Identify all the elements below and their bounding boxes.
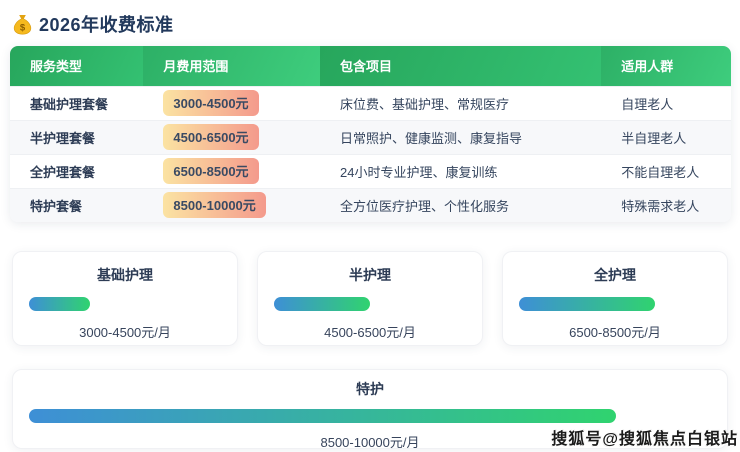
fee-cell: 3000-4500元 [143, 85, 321, 120]
page-title: 2026年收费标准 [39, 15, 174, 35]
items-cell: 24小时专业护理、康复训练 [320, 153, 602, 188]
watermark: 搜狐号@搜狐焦点白银站 [551, 431, 738, 448]
table-row: 特护套餐 8500-10000元 全方位医疗护理、个性化服务 特殊需求老人 [10, 187, 731, 222]
table-row: 基础护理套餐 3000-4500元 床位费、基础护理、常规医疗 自理老人 [10, 85, 731, 120]
price-bar-fill [274, 297, 370, 311]
column-header-service-type: 服务类型 [10, 46, 144, 86]
care-card-half: 半护理 4500-6500元/月 [257, 251, 483, 346]
service-name: 特护套餐 [10, 187, 144, 222]
fee-cell: 8500-10000元 [143, 187, 321, 222]
service-name: 全护理套餐 [10, 153, 144, 188]
care-card-special: 特护 8500-10000元/月 [12, 369, 728, 450]
page-header: $ 2026年收费标准 [0, 0, 740, 37]
card-title: 半护理 [349, 267, 391, 283]
price-bar-fill [29, 409, 616, 423]
column-header-included-items: 包含项目 [320, 46, 602, 86]
items-cell: 日常照护、健康监测、康复指导 [320, 119, 602, 154]
card-price: 6500-8500元/月 [569, 325, 661, 340]
card-title: 特护 [356, 381, 384, 397]
audience-cell: 特殊需求老人 [601, 187, 731, 222]
column-header-monthly-fee: 月费用范围 [143, 46, 321, 86]
service-name: 半护理套餐 [10, 119, 144, 154]
card-price: 3000-4500元/月 [79, 325, 171, 340]
card-title: 基础护理 [97, 267, 153, 283]
audience-cell: 自理老人 [601, 85, 731, 120]
table-header-row: 服务类型 月费用范围 包含项目 适用人群 [10, 46, 731, 86]
service-name: 基础护理套餐 [10, 85, 144, 120]
money-bag-icon: $ [13, 14, 32, 34]
items-cell: 全方位医疗护理、个性化服务 [320, 187, 602, 222]
care-card-full: 全护理 6500-8500元/月 [502, 251, 728, 346]
table-row: 全护理套餐 6500-8500元 24小时专业护理、康复训练 不能自理老人 [10, 153, 731, 188]
price-bar-track [29, 409, 711, 423]
price-bar-track [274, 297, 466, 311]
fee-badge: 6500-8500元 [163, 158, 259, 184]
svg-text:$: $ [20, 22, 26, 33]
price-bar-fill [29, 297, 91, 311]
card-price: 4500-6500元/月 [324, 325, 416, 340]
card-price: 8500-10000元/月 [320, 435, 420, 450]
audience-cell: 半自理老人 [601, 119, 731, 154]
fee-badge: 8500-10000元 [163, 192, 266, 219]
care-cards-row: 基础护理 3000-4500元/月 半护理 4500-6500元/月 全护理 6… [12, 251, 728, 346]
price-bar-track [29, 297, 221, 311]
fee-cell: 4500-6500元 [143, 119, 321, 154]
card-title: 全护理 [594, 267, 636, 283]
price-bar-track [519, 297, 711, 311]
care-card-basic: 基础护理 3000-4500元/月 [12, 251, 238, 346]
fee-cell: 6500-8500元 [143, 153, 321, 188]
items-cell: 床位费、基础护理、常规医疗 [320, 85, 602, 120]
price-bar-fill [519, 297, 656, 311]
fee-badge: 4500-6500元 [163, 124, 259, 150]
table-row: 半护理套餐 4500-6500元 日常照护、健康监测、康复指导 半自理老人 [10, 119, 731, 154]
fee-badge: 3000-4500元 [163, 90, 259, 116]
column-header-audience: 适用人群 [601, 46, 731, 86]
pricing-table: 服务类型 月费用范围 包含项目 适用人群 基础护理套餐 3000-4500元 床… [10, 46, 731, 222]
audience-cell: 不能自理老人 [601, 153, 731, 188]
